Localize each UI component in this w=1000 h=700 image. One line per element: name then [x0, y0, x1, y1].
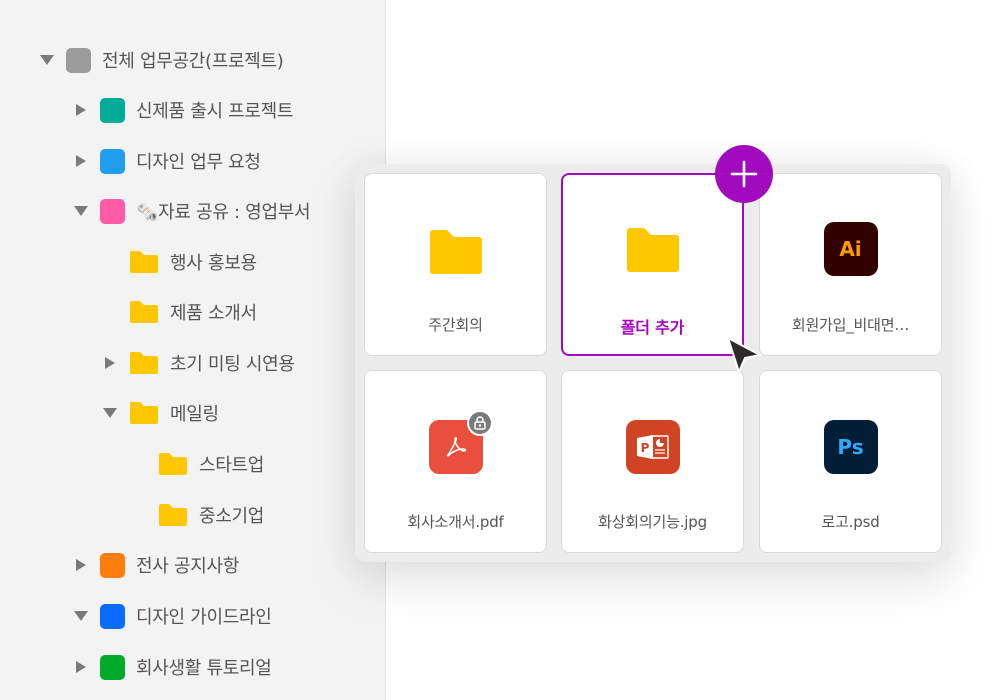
folder-icon [130, 301, 158, 323]
powerpoint-icon: P [625, 420, 680, 474]
tree-item-label: 디자인 가이드라인 [136, 607, 272, 628]
tree-item-design-request[interactable]: 디자인 업무 요청 [74, 146, 261, 176]
tree-item-product-brochure[interactable]: 제품 소개서 [103, 297, 257, 327]
tree-item-design-guideline[interactable]: 디자인 가이드라인 [74, 601, 272, 631]
photoshop-icon: Ps [823, 420, 878, 474]
tree-item-label: 신제품 출시 프로젝트 [136, 101, 294, 122]
tree-item-label: 🗞️자료 공유 : 영업부서 [136, 202, 311, 223]
color-swatch-icon [100, 552, 125, 578]
file-card-name: 폴더 추가 [620, 318, 685, 337]
svg-text:P: P [640, 441, 649, 455]
tree-item-sales-share[interactable]: 🗞️자료 공유 : 영업부서 [74, 196, 311, 226]
tree-item-mailing[interactable]: 메일링 [103, 398, 219, 428]
add-folder-button[interactable] [715, 145, 773, 203]
tree-item-label: 제품 소개서 [170, 303, 257, 324]
folder-icon [159, 453, 187, 475]
tree-item-label: 행사 홍보용 [170, 253, 257, 274]
caret-right-icon[interactable] [74, 154, 88, 168]
tree-item-all-workspaces[interactable]: 전체 업무공간(프로젝트) [40, 45, 284, 75]
color-swatch-icon [100, 654, 125, 680]
tree-item-label: 메일링 [170, 404, 219, 425]
acrobat-glyph-icon [446, 436, 466, 457]
color-swatch-icon [100, 603, 125, 629]
tree-item-company-notices[interactable]: 전사 공지사항 [74, 550, 239, 580]
folder-icon [130, 402, 158, 424]
illustrator-icon: Ai [823, 222, 878, 276]
caret-right-icon[interactable] [74, 660, 88, 674]
file-card-signup-contactless[interactable]: Ai 회원가입_비대면… [759, 173, 942, 356]
tree-item-startup[interactable]: 스타트업 [132, 449, 264, 479]
file-card-company-intro-pdf[interactable]: 회사소개서.pdf [364, 370, 547, 553]
caret-down-icon[interactable] [103, 406, 117, 420]
color-swatch-icon [100, 148, 125, 174]
tree-item-event-promo[interactable]: 행사 홍보용 [103, 247, 257, 277]
file-card-add-folder[interactable]: 폴더 추가 [561, 173, 744, 356]
caret-right-icon[interactable] [74, 558, 88, 572]
caret-down-icon[interactable] [74, 204, 88, 218]
file-card-logo-psd[interactable]: Ps 로고.psd [759, 370, 942, 553]
file-card-name: 주간회의 [428, 316, 483, 334]
caret-right-icon[interactable] [74, 103, 88, 117]
tree-item-label: 중소기업 [199, 506, 265, 527]
folder-tree-sidebar: 전체 업무공간(프로젝트) 신제품 출시 프로젝트 디자인 업무 요청 🗞️자료… [0, 0, 386, 700]
file-card-name: 로고.psd [821, 513, 880, 531]
tree-item-label: 회사생활 튜토리얼 [136, 658, 272, 679]
folder-icon [159, 504, 187, 526]
caret-down-icon[interactable] [40, 53, 54, 67]
folder-icon [626, 228, 679, 272]
caret-right-icon[interactable] [103, 356, 117, 370]
tree-item-label: 초기 미팅 시연용 [170, 354, 295, 375]
caret-down-icon[interactable] [74, 609, 88, 623]
file-card-name: 회사소개서.pdf [407, 513, 504, 531]
file-card-name: 화상회의기능.jpg [598, 513, 707, 531]
tree-item-company-life-tutorial[interactable]: 회사생활 튜토리얼 [74, 652, 272, 682]
folder-icon [130, 352, 158, 374]
photoshop-icon-label: Ps [837, 435, 864, 459]
tree-item-label: 디자인 업무 요청 [136, 152, 261, 173]
tree-item-label: 전체 업무공간(프로젝트) [102, 51, 284, 72]
illustrator-icon-label: Ai [839, 237, 862, 261]
file-card-weekly-meeting[interactable]: 주간회의 [364, 173, 547, 356]
file-card-name: 회원가입_비대면… [791, 316, 910, 334]
tree-item-label: 스타트업 [199, 455, 265, 476]
powerpoint-glyph-icon: P [636, 435, 669, 459]
file-card-video-conference-jpg[interactable]: P 화상회의기능.jpg [561, 370, 744, 553]
plus-icon [730, 160, 758, 188]
mouse-cursor-icon [727, 337, 761, 373]
tree-item-new-product-launch[interactable]: 신제품 출시 프로젝트 [74, 95, 293, 125]
tree-item-label: 전사 공지사항 [136, 556, 239, 577]
lock-icon [466, 410, 493, 436]
color-swatch-icon [66, 47, 91, 73]
folder-icon [429, 230, 482, 274]
color-swatch-icon [100, 198, 125, 224]
folder-icon [130, 251, 158, 273]
color-swatch-icon [100, 97, 125, 123]
tree-item-initial-meeting-demo[interactable]: 초기 미팅 시연용 [103, 348, 295, 378]
tree-item-sme[interactable]: 중소기업 [132, 500, 264, 530]
